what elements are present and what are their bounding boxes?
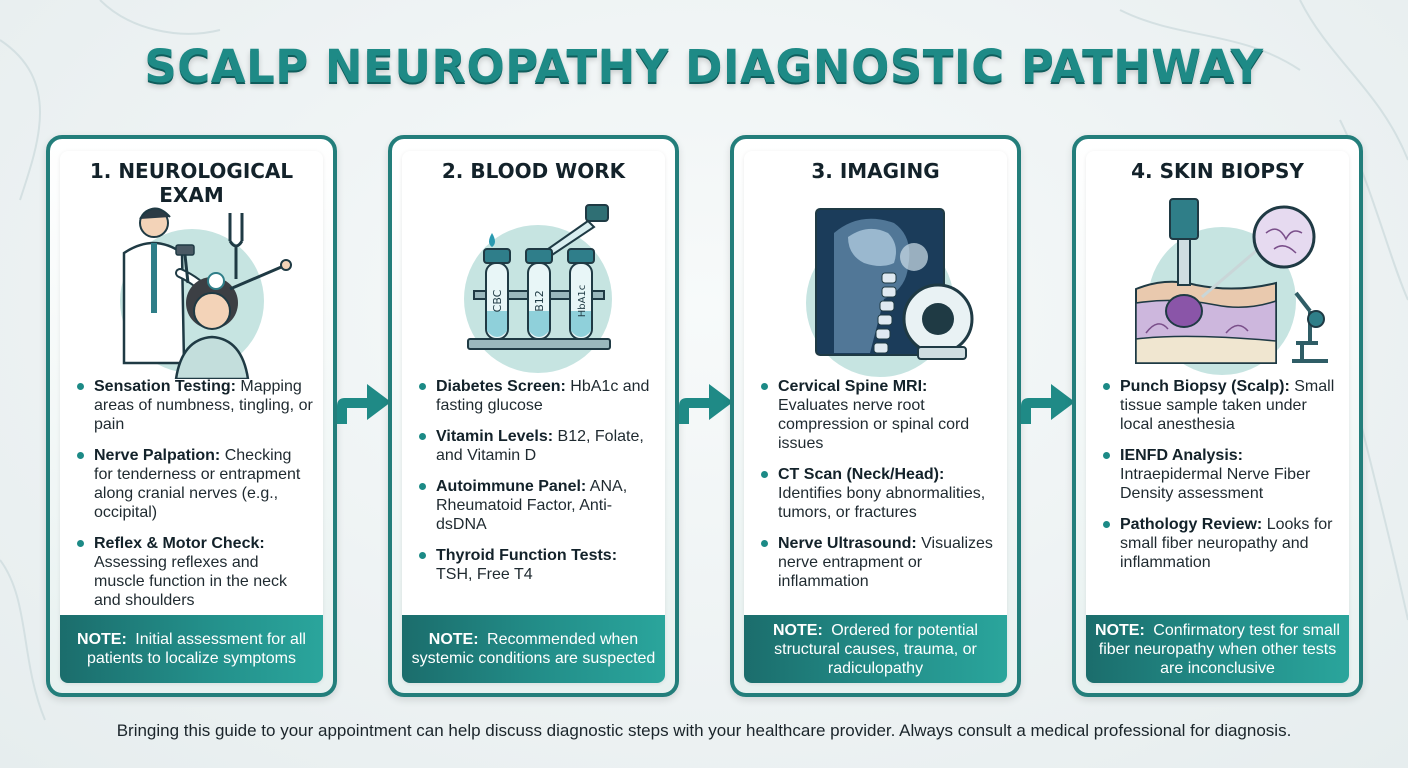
- bullet-list: Cervical Spine MRI: Evaluates nerve root…: [758, 377, 997, 603]
- skin-biopsy-illustration: [1135, 198, 1328, 375]
- step-card-imaging: 3. IMAGING Cervical Spine MRI: Evaluates…: [730, 135, 1021, 697]
- list-item: Diabetes Screen: HbA1c and fasting gluco…: [416, 377, 655, 415]
- step-card-inner: 3. IMAGING Cervical Spine MRI: Evaluates…: [744, 151, 1007, 683]
- doctor-exam-illustration: [120, 207, 292, 379]
- step-title: 4. SKIN BIOPSY: [1131, 159, 1304, 183]
- list-item: Punch Biopsy (Scalp): Small tissue sampl…: [1100, 377, 1339, 434]
- bullet-list: Sensation Testing: Mapping areas of numb…: [74, 377, 313, 622]
- step-card-skin-biopsy: 4. SKIN BIOPSY Punch Biopsy (Scalp): Sma…: [1072, 135, 1363, 697]
- step-title: 1. NEUROLOGICAL EXAM: [89, 159, 294, 207]
- svg-text:B12: B12: [533, 290, 546, 312]
- footer-disclaimer: Bringing this guide to your appointment …: [116, 721, 1292, 740]
- step-note: NOTE: Confirmatory test for small fiber …: [1086, 615, 1349, 683]
- blood-tubes-illustration: CBC B12 HbA1c: [464, 204, 612, 373]
- step-note: NOTE: Initial assessment for all patient…: [60, 615, 323, 683]
- list-item: Nerve Ultrasound: Visualizes nerve entra…: [758, 534, 997, 591]
- list-item: Sensation Testing: Mapping areas of numb…: [74, 377, 313, 434]
- step-card-inner: 1. NEUROLOGICAL EXAM Sensation T: [60, 151, 323, 683]
- list-item: Thyroid Function Tests: TSH, Free T4: [416, 546, 655, 584]
- step-card-blood-work: 2. BLOOD WORK CBC B12 HbA: [388, 135, 679, 697]
- list-item: CT Scan (Neck/Head): Identifies bony abn…: [758, 465, 997, 522]
- svg-text:HbA1c: HbA1c: [577, 285, 588, 318]
- list-item: Nerve Palpation: Checking for tenderness…: [74, 446, 313, 522]
- list-item: Pathology Review: Looks for small fiber …: [1100, 515, 1339, 572]
- list-item: Cervical Spine MRI: Evaluates nerve root…: [758, 377, 997, 453]
- step-note: NOTE: Recommended when systemic conditio…: [402, 615, 665, 683]
- svg-text:CBC: CBC: [491, 289, 504, 312]
- step-card-inner: 4. SKIN BIOPSY Punch Biopsy (Scalp): Sma…: [1086, 151, 1349, 683]
- bullet-list: Diabetes Screen: HbA1c and fasting gluco…: [416, 377, 655, 596]
- list-item: Vitamin Levels: B12, Folate, and Vitamin…: [416, 427, 655, 465]
- step-card-neurological-exam: 1. NEUROLOGICAL EXAM Sensation T: [46, 135, 337, 697]
- arrow-icon: [679, 384, 733, 424]
- list-item: Reflex & Motor Check: Assessing reflexes…: [74, 534, 313, 610]
- bullet-list: Punch Biopsy (Scalp): Small tissue sampl…: [1100, 377, 1339, 584]
- list-item: IENFD Analysis: Intraepidermal Nerve Fib…: [1100, 446, 1339, 503]
- step-note: NOTE: Ordered for potential structural c…: [744, 615, 1007, 683]
- step-title: 2. BLOOD WORK: [441, 159, 626, 183]
- list-item: Autoimmune Panel: ANA, Rheumatoid Factor…: [416, 477, 655, 534]
- step-title: 3. IMAGING: [811, 159, 940, 183]
- step-card-inner: 2. BLOOD WORK CBC B12 HbA: [402, 151, 665, 683]
- mri-illustration: [806, 208, 974, 377]
- arrow-icon: [337, 384, 391, 424]
- page-title: SCALP NEUROPATHY DIAGNOSTIC PATHWAY: [144, 40, 1264, 93]
- arrow-icon: [1021, 384, 1075, 424]
